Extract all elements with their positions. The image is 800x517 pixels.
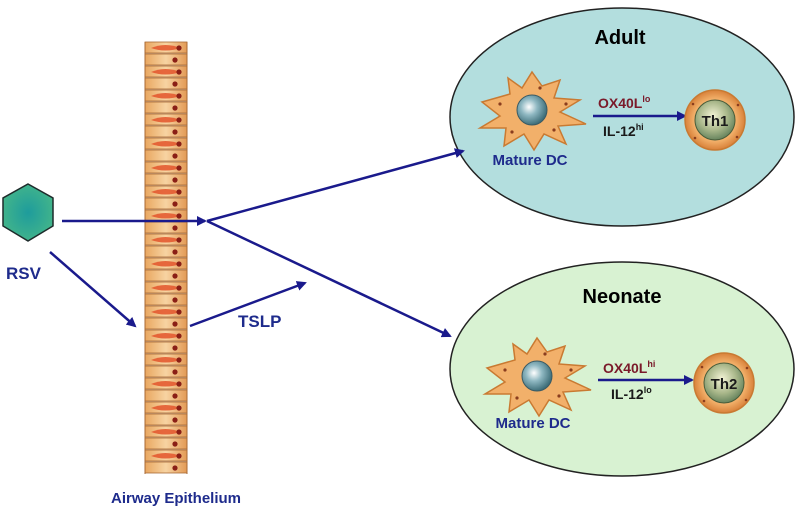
epithelial-cell [144,173,188,186]
airway-epithelium-column [144,41,188,474]
airway-epithelium-label: Airway Epithelium [111,490,241,507]
epithelial-cell [144,161,188,174]
tslp-arrow [189,281,307,328]
epithelial-cell [144,41,188,54]
epithelial-cell [144,305,188,318]
epithelial-cell [144,281,188,294]
rsv-virus-icon [2,183,54,242]
neonate-title: Neonate [583,286,662,308]
epithelial-cell [144,149,188,162]
epithelial-cell [144,269,188,282]
neonate-compartment [449,261,795,477]
epithelial-cell [144,113,188,126]
epithelial-cell [144,353,188,366]
epithelial-cell [144,233,188,246]
neonate-dendritic-cell-icon [482,336,592,418]
epithelial-cell [144,449,188,462]
epithelial-cell [144,377,188,390]
epithelial-cell [144,389,188,402]
epithelial-cell [144,137,188,150]
epithelium-to-neonate-arrow [206,219,452,338]
epithelial-cell [144,65,188,78]
th2-cell-icon [693,352,755,414]
th1-label: Th1 [702,113,729,130]
epithelial-cell [144,53,188,66]
epithelial-cell [144,245,188,258]
neonate-ox40l-label: OX40Lhi [603,359,655,376]
epithelial-cell [144,329,188,342]
epithelial-cell [144,413,188,426]
epithelial-cell [144,89,188,102]
epithelial-cell [144,365,188,378]
rsv-label: RSV [6,264,42,283]
epithelial-cell [144,341,188,354]
epithelial-cell [144,209,188,222]
epithelium-to-adult-arrow [206,148,465,223]
adult-dendritic-cell-icon [477,70,587,152]
th1-cell-icon [684,89,746,151]
epithelial-cell [144,197,188,210]
adult-ox40l-label: OX40Llo [598,94,651,111]
epithelial-cell [144,461,188,474]
neonate-dc-label: Mature DC [495,415,570,432]
arrows [49,111,694,385]
epithelial-cell [144,221,188,234]
neonate-il12-label: IL-12lo [611,385,652,402]
th2-label: Th2 [711,376,738,393]
adult-title: Adult [594,27,645,49]
epithelial-cell [144,125,188,138]
epithelial-cell [144,185,188,198]
epithelial-cell [144,101,188,114]
adult-dc-label: Mature DC [492,152,567,169]
tslp-label: TSLP [238,312,281,331]
epithelial-cell [144,437,188,450]
epithelial-cell [144,425,188,438]
adult-il12-label: IL-12hi [603,122,644,139]
epithelial-cell [144,401,188,414]
epithelial-cell [144,257,188,270]
epithelial-cell [144,317,188,330]
epithelial-cell [144,77,188,90]
epithelial-cell [144,293,188,306]
rsv-to-lower-epithelium-arrow [49,251,137,328]
